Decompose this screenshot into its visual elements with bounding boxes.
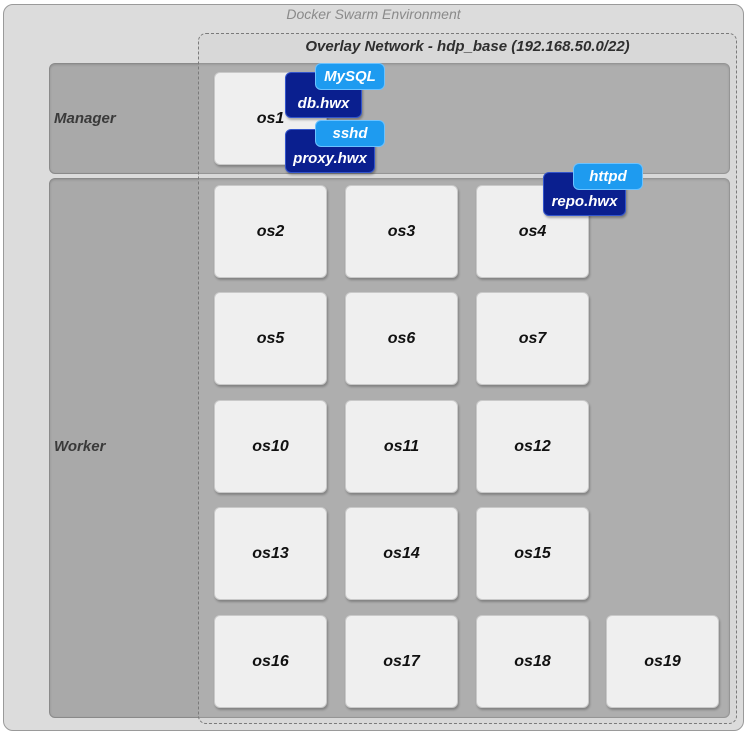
host-os12: os12 [476,400,589,493]
host-os3: os3 [345,185,458,278]
host-os15: os15 [476,507,589,600]
host-os11: os11 [345,400,458,493]
manager-label: Manager [54,110,116,127]
host-os13: os13 [214,507,327,600]
host-os7: os7 [476,292,589,385]
host-os2: os2 [214,185,327,278]
overlay-network-title: Overlay Network - hdp_base (192.168.50.0… [305,38,630,55]
container-repo-hwx-label: repo.hwx [551,193,618,210]
container-proxy-hwx-label: proxy.hwx [293,150,367,167]
host-os5: os5 [214,292,327,385]
swarm-title: Docker Swarm Environment [286,6,461,22]
host-os10: os10 [214,400,327,493]
worker-label: Worker [54,438,106,455]
host-os19: os19 [606,615,719,708]
service-httpd-badge: httpd [573,163,643,190]
host-os17: os17 [345,615,458,708]
container-db-hwx-label: db.hwx [297,95,350,112]
host-os18: os18 [476,615,589,708]
host-os16: os16 [214,615,327,708]
manager-row [49,63,730,174]
host-os14: os14 [345,507,458,600]
host-os6: os6 [345,292,458,385]
service-sshd-badge: sshd [315,120,385,147]
service-mysql-badge: MySQL [315,63,385,90]
